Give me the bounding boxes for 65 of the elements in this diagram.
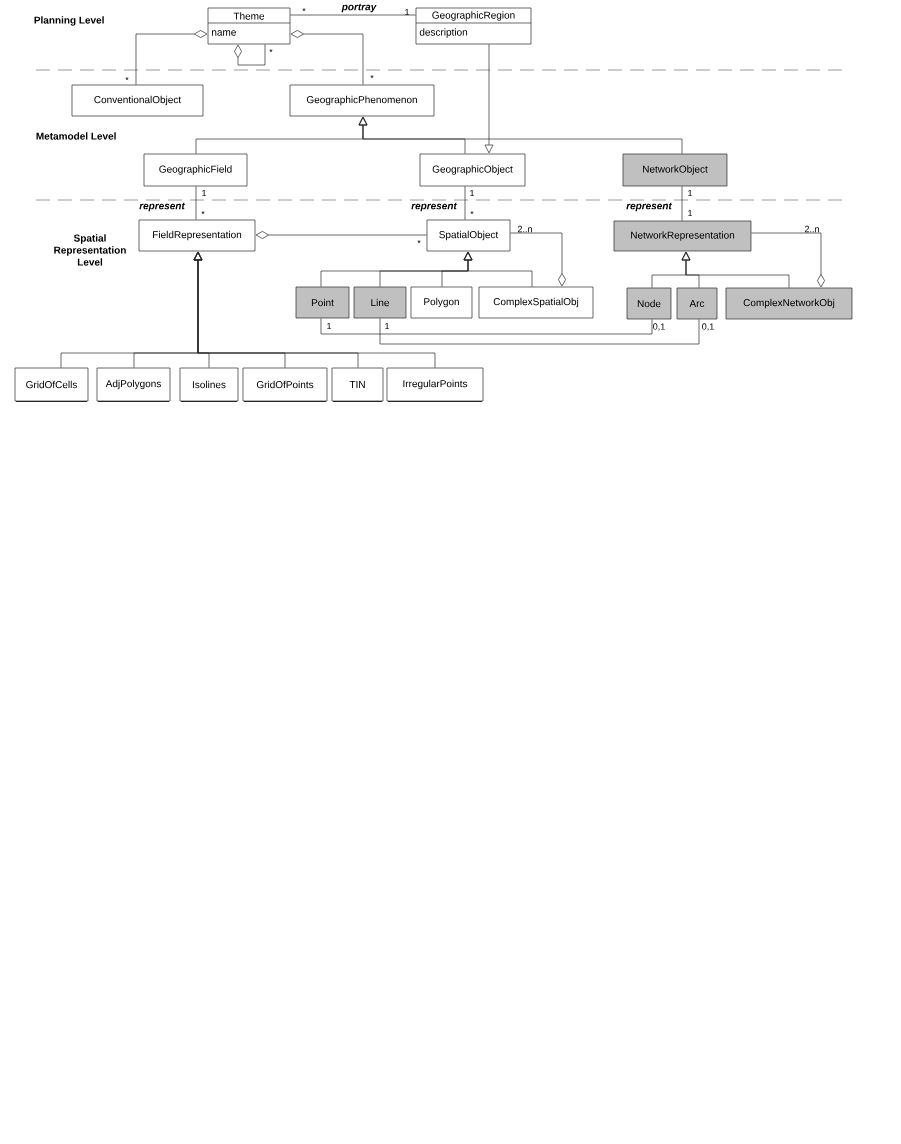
multiplicity-label: 1 — [405, 8, 410, 16]
class-box: Polygon — [410, 286, 473, 319]
edge-label: portray — [340, 2, 378, 14]
aggregation-line — [290, 30, 364, 85]
generalization-arrow — [484, 44, 494, 154]
class-box: GridOfCells — [14, 367, 89, 402]
multiplicity-label: 2..n — [517, 225, 532, 233]
multiplicity-label: 1 — [202, 189, 207, 197]
class-box: AdjPolygons — [96, 367, 171, 402]
edge-label: represent — [625, 201, 673, 213]
class-box: SpatialObject — [426, 219, 511, 252]
level-label: Spatial Representation Level — [54, 234, 126, 266]
generalization-arrow — [358, 116, 683, 154]
edge-label: represent — [138, 201, 186, 213]
class-box: ComplexNetworkObj — [725, 287, 853, 320]
class-box: Isolines — [179, 367, 239, 402]
multiplicity-label: * — [201, 210, 205, 215]
multiplicity-label: * — [269, 48, 273, 53]
multiplicity-label: 2..n — [804, 225, 819, 233]
multiplicity-label: * — [302, 7, 306, 12]
class-box: NetworkRepresentation — [613, 220, 752, 252]
association-line — [464, 186, 466, 220]
class-box: Line — [353, 286, 407, 319]
class-box: GeographicObject — [419, 153, 526, 187]
class-box: Point — [295, 286, 350, 319]
class-box: FieldRepresentation — [138, 219, 256, 252]
class-box: GridOfPoints — [242, 367, 328, 402]
multiplicity-label: * — [125, 76, 129, 81]
aggregation-line — [234, 44, 266, 66]
aggregation-line — [510, 232, 566, 287]
class-box: GeographicField — [143, 153, 248, 187]
multiplicity-label: 0,1 — [653, 323, 665, 331]
aggregation-line — [255, 231, 427, 239]
multiplicity-label: 1 — [385, 322, 390, 330]
edge-label: represent — [410, 201, 458, 213]
multiplicity-label: 0,1 — [702, 323, 714, 331]
class-box: GeographicPhenomenon — [289, 84, 435, 117]
multiplicity-label: 1 — [688, 209, 693, 217]
generalization-arrow — [681, 251, 790, 288]
association-line — [320, 318, 653, 335]
class-box: ConventionalObject — [71, 84, 204, 117]
association-line — [290, 14, 416, 16]
class-box: Arc — [676, 287, 718, 320]
generalization-arrow — [463, 251, 533, 287]
multiplicity-label: 1 — [470, 189, 475, 197]
association-line — [379, 318, 700, 345]
level-label: Planning Level — [34, 16, 104, 26]
level-label: Metamodel Level — [36, 132, 116, 140]
multiplicity-label: 1 — [327, 322, 332, 330]
aggregation-line — [751, 232, 825, 288]
class-box: IrregularPoints — [386, 367, 484, 402]
multiplicity-label: * — [470, 210, 474, 215]
generalization-arrow — [193, 251, 436, 368]
class-box: NetworkObject — [622, 153, 728, 187]
class-box: ComplexSpatialObj — [478, 286, 594, 319]
class-box: GeographicRegion description — [415, 7, 532, 45]
class-box: Theme name — [207, 7, 291, 45]
multiplicity-label: * — [370, 74, 374, 79]
class-box: TIN — [331, 367, 384, 402]
class-box: Node — [626, 287, 672, 320]
association-line — [681, 186, 683, 221]
association-line — [195, 186, 197, 220]
multiplicity-label: 1 — [688, 189, 693, 197]
multiplicity-label: * — [417, 239, 421, 244]
aggregation-line — [135, 30, 208, 85]
